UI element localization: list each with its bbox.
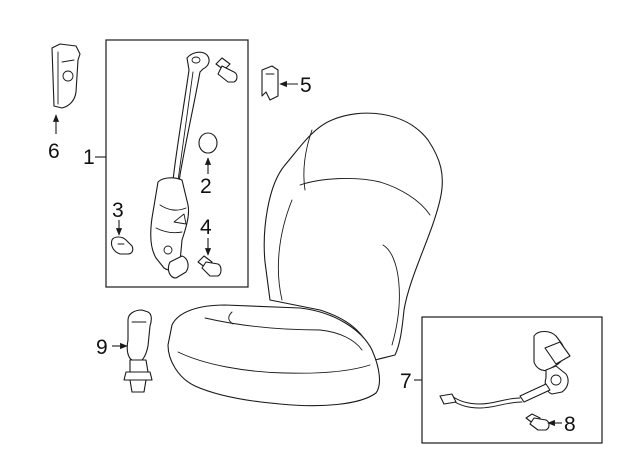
part-5-bracket: 5 <box>261 65 312 101</box>
callout-4: 4 <box>200 216 212 239</box>
part-9-buckle: 9 <box>96 309 153 393</box>
part-2-cap: 2 <box>198 132 218 198</box>
upper-anchor-bolt <box>215 57 238 83</box>
part-6-cover: 6 <box>48 43 81 163</box>
seat-belt-retractor <box>150 51 210 279</box>
callout-7: 7 <box>400 370 412 393</box>
callout-3: 3 <box>112 199 124 222</box>
part-3-bolt: 3 <box>110 199 134 255</box>
callout-5: 5 <box>300 74 312 97</box>
seat-illustration <box>167 112 443 407</box>
part-4-bolt: 4 <box>197 216 222 277</box>
callout-6: 6 <box>48 140 60 163</box>
belt-assembly-box <box>105 39 249 288</box>
callout-2: 2 <box>200 175 212 198</box>
callout-1: 1 <box>83 146 95 169</box>
part-8-bolt: 8 <box>525 413 576 436</box>
callout-9: 9 <box>96 336 108 359</box>
seat-belt-buckle <box>439 330 571 409</box>
callout-8: 8 <box>564 413 576 436</box>
